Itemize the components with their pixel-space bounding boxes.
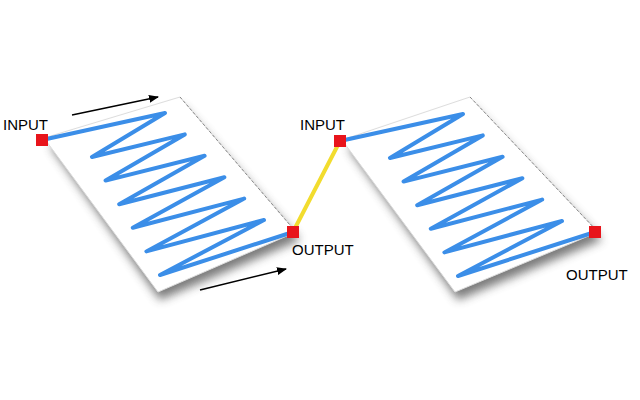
link-wire — [293, 141, 340, 232]
flow-arrow — [72, 97, 158, 115]
port-label: OUTPUT — [292, 242, 354, 258]
coil-path — [340, 114, 595, 276]
port-square — [589, 226, 601, 238]
panel-plate — [44, 97, 296, 292]
port-square — [334, 135, 346, 147]
port-square — [287, 226, 299, 238]
flow-arrow — [200, 269, 286, 290]
port-square — [36, 134, 48, 146]
panel-plate — [342, 97, 598, 292]
coil-path — [42, 113, 293, 275]
port-label: INPUT — [300, 117, 345, 133]
port-label: INPUT — [3, 117, 48, 133]
port-label: OUTPUT — [566, 267, 628, 283]
